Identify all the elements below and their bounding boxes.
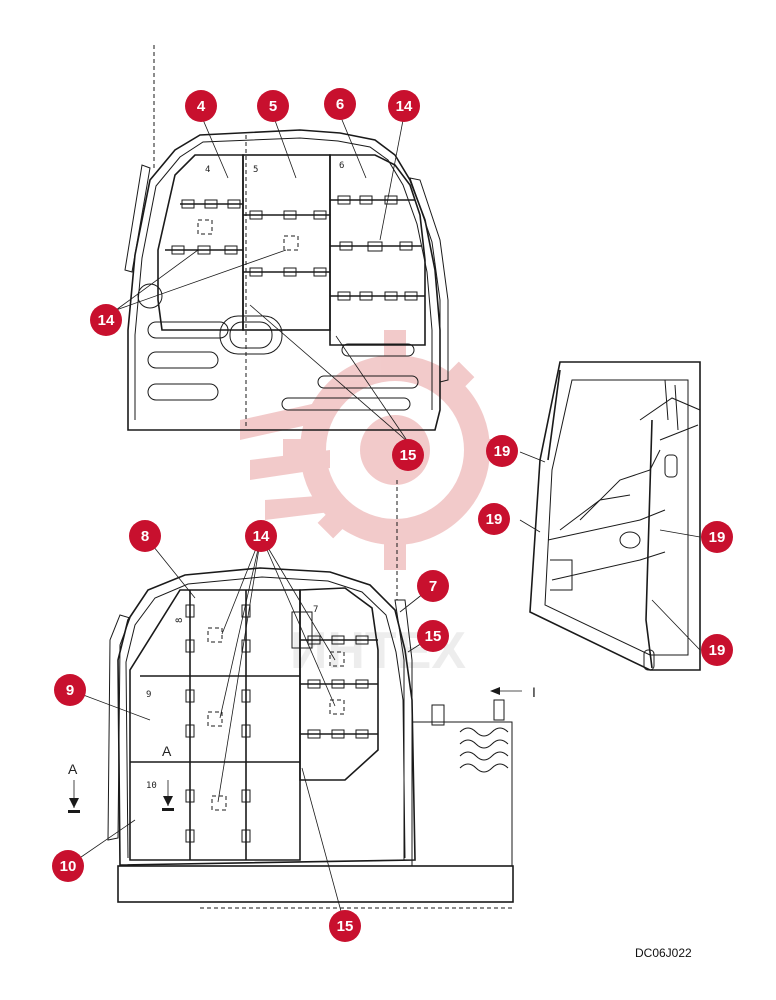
callouts: 4 5 6 14 14 15 8 14 7 15 9 10 15 19 19 1… [52, 88, 733, 942]
callout-14-left: 14 [90, 304, 122, 336]
panel-label-7: 7 [313, 605, 318, 615]
svg-text:6: 6 [336, 96, 344, 113]
callout-7: 7 [417, 570, 449, 602]
svg-text:4: 4 [197, 98, 206, 115]
drawing-code: DC06J022 [635, 946, 692, 960]
svg-text:9: 9 [66, 682, 74, 699]
svg-text:5: 5 [269, 98, 277, 115]
side-view: 8 7 9 10 A A I [67, 480, 536, 927]
svg-text:19: 19 [486, 511, 503, 528]
svg-text:15: 15 [337, 918, 354, 935]
view-label-a-left: A [68, 761, 78, 777]
callout-15-mid: 15 [417, 620, 449, 652]
callout-9: 9 [54, 674, 86, 706]
callout-5: 5 [257, 90, 289, 122]
svg-text:19: 19 [494, 443, 511, 460]
view-label-i: I [532, 684, 536, 700]
callout-19-d: 19 [701, 634, 733, 666]
callout-6: 6 [324, 88, 356, 120]
svg-text:14: 14 [253, 528, 270, 545]
callout-15-bottom: 15 [329, 910, 361, 942]
callout-14-top: 14 [388, 90, 420, 122]
svg-text:14: 14 [98, 312, 115, 329]
svg-text:15: 15 [425, 628, 442, 645]
svg-text:10: 10 [60, 858, 77, 875]
svg-text:8: 8 [141, 528, 149, 545]
callout-4: 4 [185, 90, 217, 122]
top-view: 4 5 6 [115, 45, 449, 443]
callout-19-b: 19 [478, 503, 510, 535]
callout-19-c: 19 [701, 521, 733, 553]
svg-text:14: 14 [396, 98, 413, 115]
svg-text:7: 7 [429, 578, 437, 595]
panel-label-8: 8 [175, 618, 185, 623]
watermark-logo: ИНТЕХ [240, 330, 507, 680]
panel-label-5: 5 [253, 165, 258, 175]
svg-text:15: 15 [400, 447, 417, 464]
view-label-a-center: A [162, 743, 172, 759]
svg-text:19: 19 [709, 642, 726, 659]
panel-label-6: 6 [339, 161, 344, 171]
panel-label-9: 9 [146, 690, 151, 700]
cab-frame-view [519, 361, 701, 671]
callout-8: 8 [129, 520, 161, 552]
panel-label-4: 4 [205, 165, 210, 175]
callout-14-bottom: 14 [245, 520, 277, 552]
callout-10: 10 [52, 850, 84, 882]
callout-19-a: 19 [486, 435, 518, 467]
callout-15-top: 15 [392, 439, 424, 471]
panel-label-10: 10 [146, 781, 157, 791]
svg-text:19: 19 [709, 529, 726, 546]
